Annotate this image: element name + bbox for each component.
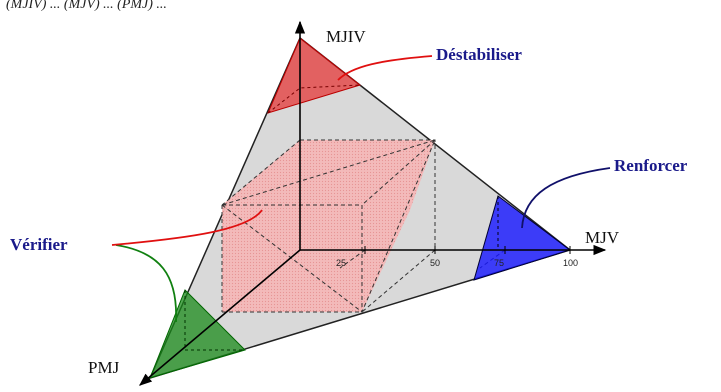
y-axis-title: MJIV [326, 27, 366, 46]
destabiliser-zone [267, 37, 362, 114]
axes [139, 20, 607, 386]
z-axis-line [139, 249, 301, 386]
x-tick-75: 75 [494, 258, 504, 268]
central-leader [111, 209, 263, 246]
verifier-label: Vérifier [10, 235, 68, 254]
x-tick-25: 25 [336, 258, 346, 268]
destabiliser-label: Déstabiliser [436, 45, 522, 64]
x-axis-ticks [364, 246, 571, 254]
verifier-leader [115, 244, 177, 323]
renforcer-leader [521, 167, 611, 229]
x-tick-100: 100 [563, 258, 578, 268]
header-strip: (MJIV) ... (MJV) ... (PMJ) ... [6, 0, 167, 12]
x-tick-50: 50 [430, 258, 440, 268]
x-axis-title: MJV [585, 228, 620, 247]
z-axis-title: PMJ [88, 358, 120, 377]
central-region [222, 140, 435, 312]
construction-lines [221, 139, 506, 313]
renforcer-label: Renforcer [614, 156, 688, 175]
destabiliser-leader [337, 55, 433, 81]
